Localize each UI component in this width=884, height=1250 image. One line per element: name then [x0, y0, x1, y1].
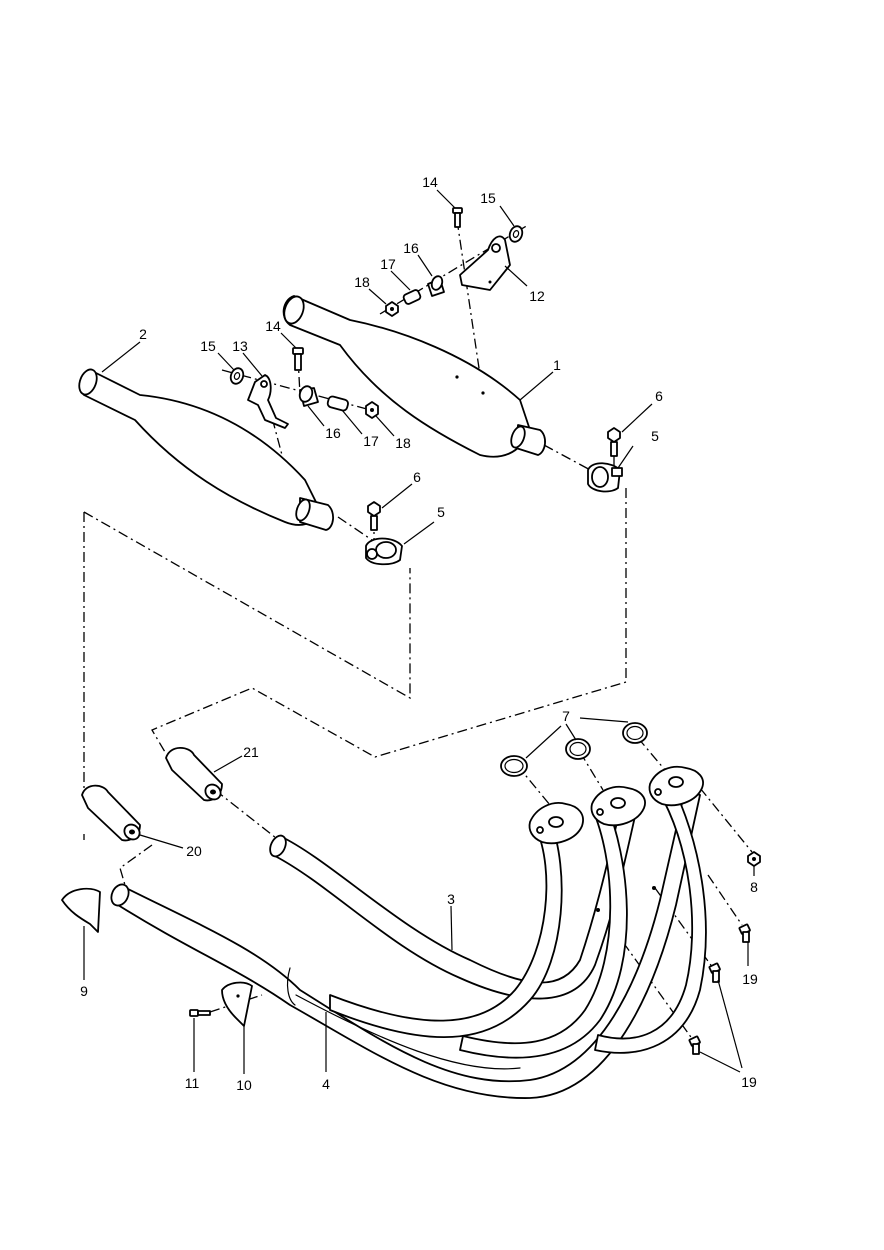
mounting-bracket-lower	[247, 374, 289, 429]
rubber-bush-icon	[298, 385, 319, 407]
callout-16-lower: 16	[325, 425, 341, 441]
heat-shield-9	[61, 887, 101, 933]
callout-21: 21	[243, 744, 259, 760]
callout-17-lower: 17	[363, 433, 379, 449]
callout-5-left: 5	[437, 504, 445, 520]
callout-18-upper: 18	[354, 274, 370, 290]
bolt-11	[189, 1009, 211, 1017]
callout-1: 1	[553, 357, 561, 373]
silencer-right	[282, 295, 546, 458]
callout-18-lower: 18	[395, 435, 411, 451]
callout-11: 11	[185, 1075, 200, 1091]
callout-8: 8	[750, 879, 758, 895]
callout-19-upper: 19	[742, 971, 758, 987]
spacer-icon	[402, 289, 422, 305]
callout-9: 9	[80, 983, 88, 999]
callout-15-lower: 15	[200, 338, 216, 354]
callout-20: 20	[186, 843, 202, 859]
callout-12: 12	[529, 288, 545, 304]
callout-13: 13	[232, 338, 248, 354]
callout-10: 10	[236, 1077, 252, 1093]
callout-17-upper: 17	[380, 256, 396, 272]
callout-6-right: 6	[655, 388, 663, 404]
stud-19-middle	[708, 962, 721, 983]
callout-4: 4	[322, 1076, 330, 1092]
callout-5-right: 5	[651, 428, 659, 444]
bolt-icon	[292, 347, 304, 371]
callout-6-left: 6	[413, 469, 421, 485]
mounting-bracket-upper	[459, 235, 511, 291]
exhaust-pipes	[110, 765, 707, 1099]
connector-sleeve-21	[165, 746, 223, 802]
bolt-icon	[607, 427, 621, 457]
heat-shield-10	[221, 981, 253, 1027]
connector-sleeve-20	[81, 784, 141, 842]
rubber-bush-icon	[427, 275, 445, 297]
nut-icon	[385, 301, 399, 317]
hardware	[229, 207, 623, 566]
bolt-icon	[367, 501, 381, 531]
nut-icon	[365, 401, 379, 419]
callout-3: 3	[447, 891, 455, 907]
callout-2: 2	[139, 326, 147, 342]
callout-14-upper: 14	[422, 174, 438, 190]
stud-19-lower	[688, 1035, 701, 1055]
stud-19-upper	[738, 923, 751, 943]
callout-7: 7	[562, 708, 570, 724]
washer-icon	[508, 225, 524, 243]
callout-14-lower: 14	[265, 318, 281, 334]
clamp-icon	[365, 537, 403, 566]
callout-labels: 1 2 3 4 5 5 6 6 7 8 9 10 11 12 13 14 14 …	[80, 174, 758, 1093]
nut-8	[747, 851, 761, 867]
spacer-icon	[326, 395, 349, 412]
callout-19-lower: 19	[741, 1074, 757, 1090]
callout-16-upper: 16	[403, 240, 419, 256]
callout-15-upper: 15	[480, 190, 496, 206]
clamp-icon	[587, 462, 623, 493]
gaskets	[500, 722, 648, 777]
bolt-icon	[452, 207, 463, 228]
washer-icon	[229, 367, 245, 385]
leader-lines	[83, 189, 755, 1074]
silencer-left	[78, 368, 334, 531]
